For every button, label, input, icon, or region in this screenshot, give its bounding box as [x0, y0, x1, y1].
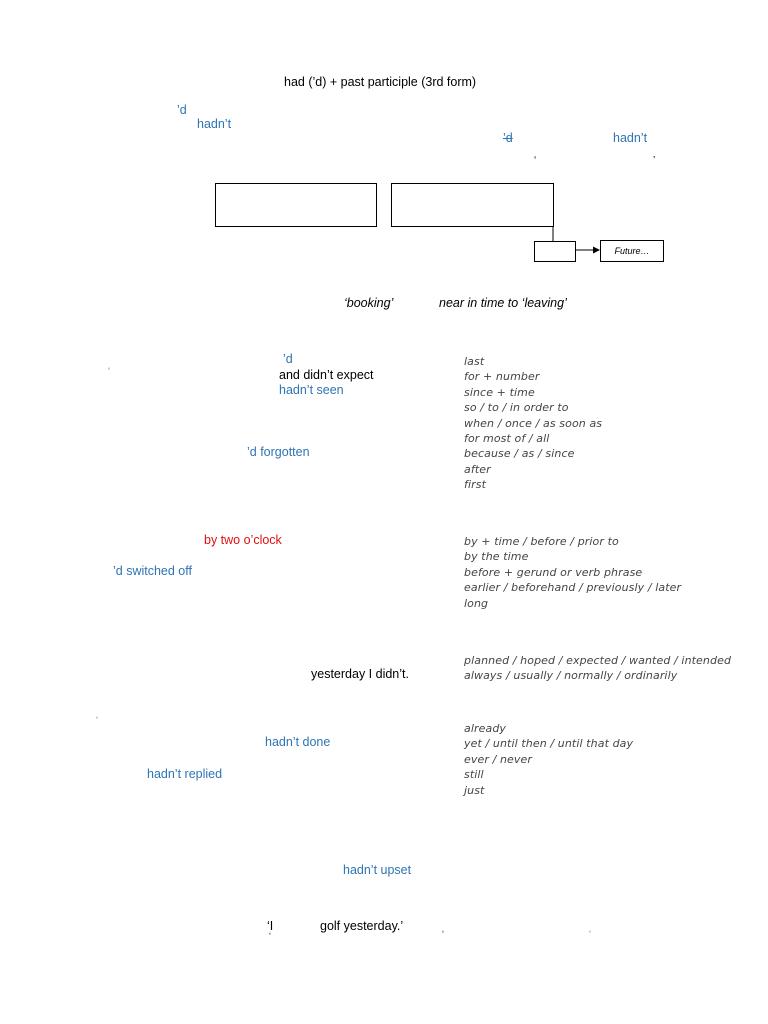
example2-d-forgotten: ’d forgotten — [247, 445, 310, 459]
time-word: yet / until then / until that day — [464, 737, 634, 751]
time-word: when / once / as soon as — [464, 416, 603, 430]
time-words-group-1: last for + number since + time so / to /… — [464, 354, 602, 493]
example6-hadnt-upset: hadn’t upset — [343, 863, 412, 877]
example1-d: ’d — [283, 352, 293, 366]
example7-quote-i: ‘I — [267, 919, 274, 933]
example7-quote-mark-2: ‘ — [442, 929, 444, 939]
quote-mark-open: ‘ — [534, 155, 537, 166]
formula-heading: had (’d) + past participle (3rd form) — [284, 75, 477, 89]
time-word: planned / hoped / expected / wanted / in… — [464, 654, 732, 667]
example5-hadnt-replied: hadn’t replied — [147, 767, 223, 781]
example5-hadnt-done: hadn’t done — [265, 735, 331, 749]
example3-d-switched-off: ’d switched off — [113, 564, 192, 578]
time-word: always / usually / normally / ordinarily — [464, 669, 678, 683]
example1-didnt-expect: and didn’t expect — [279, 368, 374, 382]
time-words-group-2: by + time / before / prior to by the tim… — [464, 534, 681, 611]
near-in-time-note: near in time to ‘leaving’ — [439, 296, 567, 310]
time-word: by the time — [464, 550, 529, 564]
future-label: Future… — [614, 246, 650, 256]
example7-golf-yesterday: golf yesterday.’ — [320, 919, 404, 933]
time-word: ever / never — [464, 752, 533, 766]
time-word: already — [464, 722, 507, 735]
booking-word: ‘booking’ — [344, 296, 394, 310]
time-word: by + time / before / prior to — [464, 535, 619, 548]
time-word: last — [464, 355, 485, 368]
time-word: earlier / beforehand / previously / late… — [464, 581, 682, 595]
time-word: since + time — [464, 385, 535, 399]
example4-yesterday: yesterday I didn’t. — [311, 667, 409, 681]
example7-quote-mark-3: ‘ — [589, 929, 591, 939]
example1-hadnt-seen: hadn’t seen — [279, 383, 344, 397]
time-word: just — [464, 783, 485, 797]
time-word: for most of / all — [464, 432, 550, 446]
hadnt-note: hadn’t — [197, 117, 232, 131]
time-word: still — [464, 768, 484, 782]
time-words-group-3: planned / hoped / expected / wanted / in… — [464, 653, 731, 684]
timeline-box-present — [534, 241, 576, 262]
example1-quote-mark: ‘ — [108, 366, 110, 376]
timeline-box-past — [391, 183, 554, 227]
time-word: after — [464, 462, 491, 476]
time-word: for + number — [464, 370, 540, 384]
time-word: because / as / since — [464, 447, 575, 461]
example7-quote-mark-1: ‘ — [269, 931, 271, 941]
timeline-box-future: Future… — [600, 240, 664, 262]
timeline-connectors — [552, 226, 600, 254]
example5-quote-mark: ‘ — [96, 715, 98, 725]
time-word: long — [464, 596, 489, 610]
time-word: before + gerund or verb phrase — [464, 565, 643, 579]
example3-by-two-oclock: by two o’clock — [204, 533, 282, 547]
contraction-d-note: ’d — [177, 103, 187, 117]
timeline-box-past-past — [215, 183, 377, 227]
time-word: so / to / in order to — [464, 401, 569, 415]
time-word: first — [464, 478, 486, 492]
contraction-d-note-2: ’d — [503, 131, 513, 145]
hadnt-note-2: hadn’t — [613, 131, 648, 145]
time-words-group-4: already yet / until then / until that da… — [464, 721, 633, 798]
quote-mark-close: ’ — [653, 155, 656, 166]
